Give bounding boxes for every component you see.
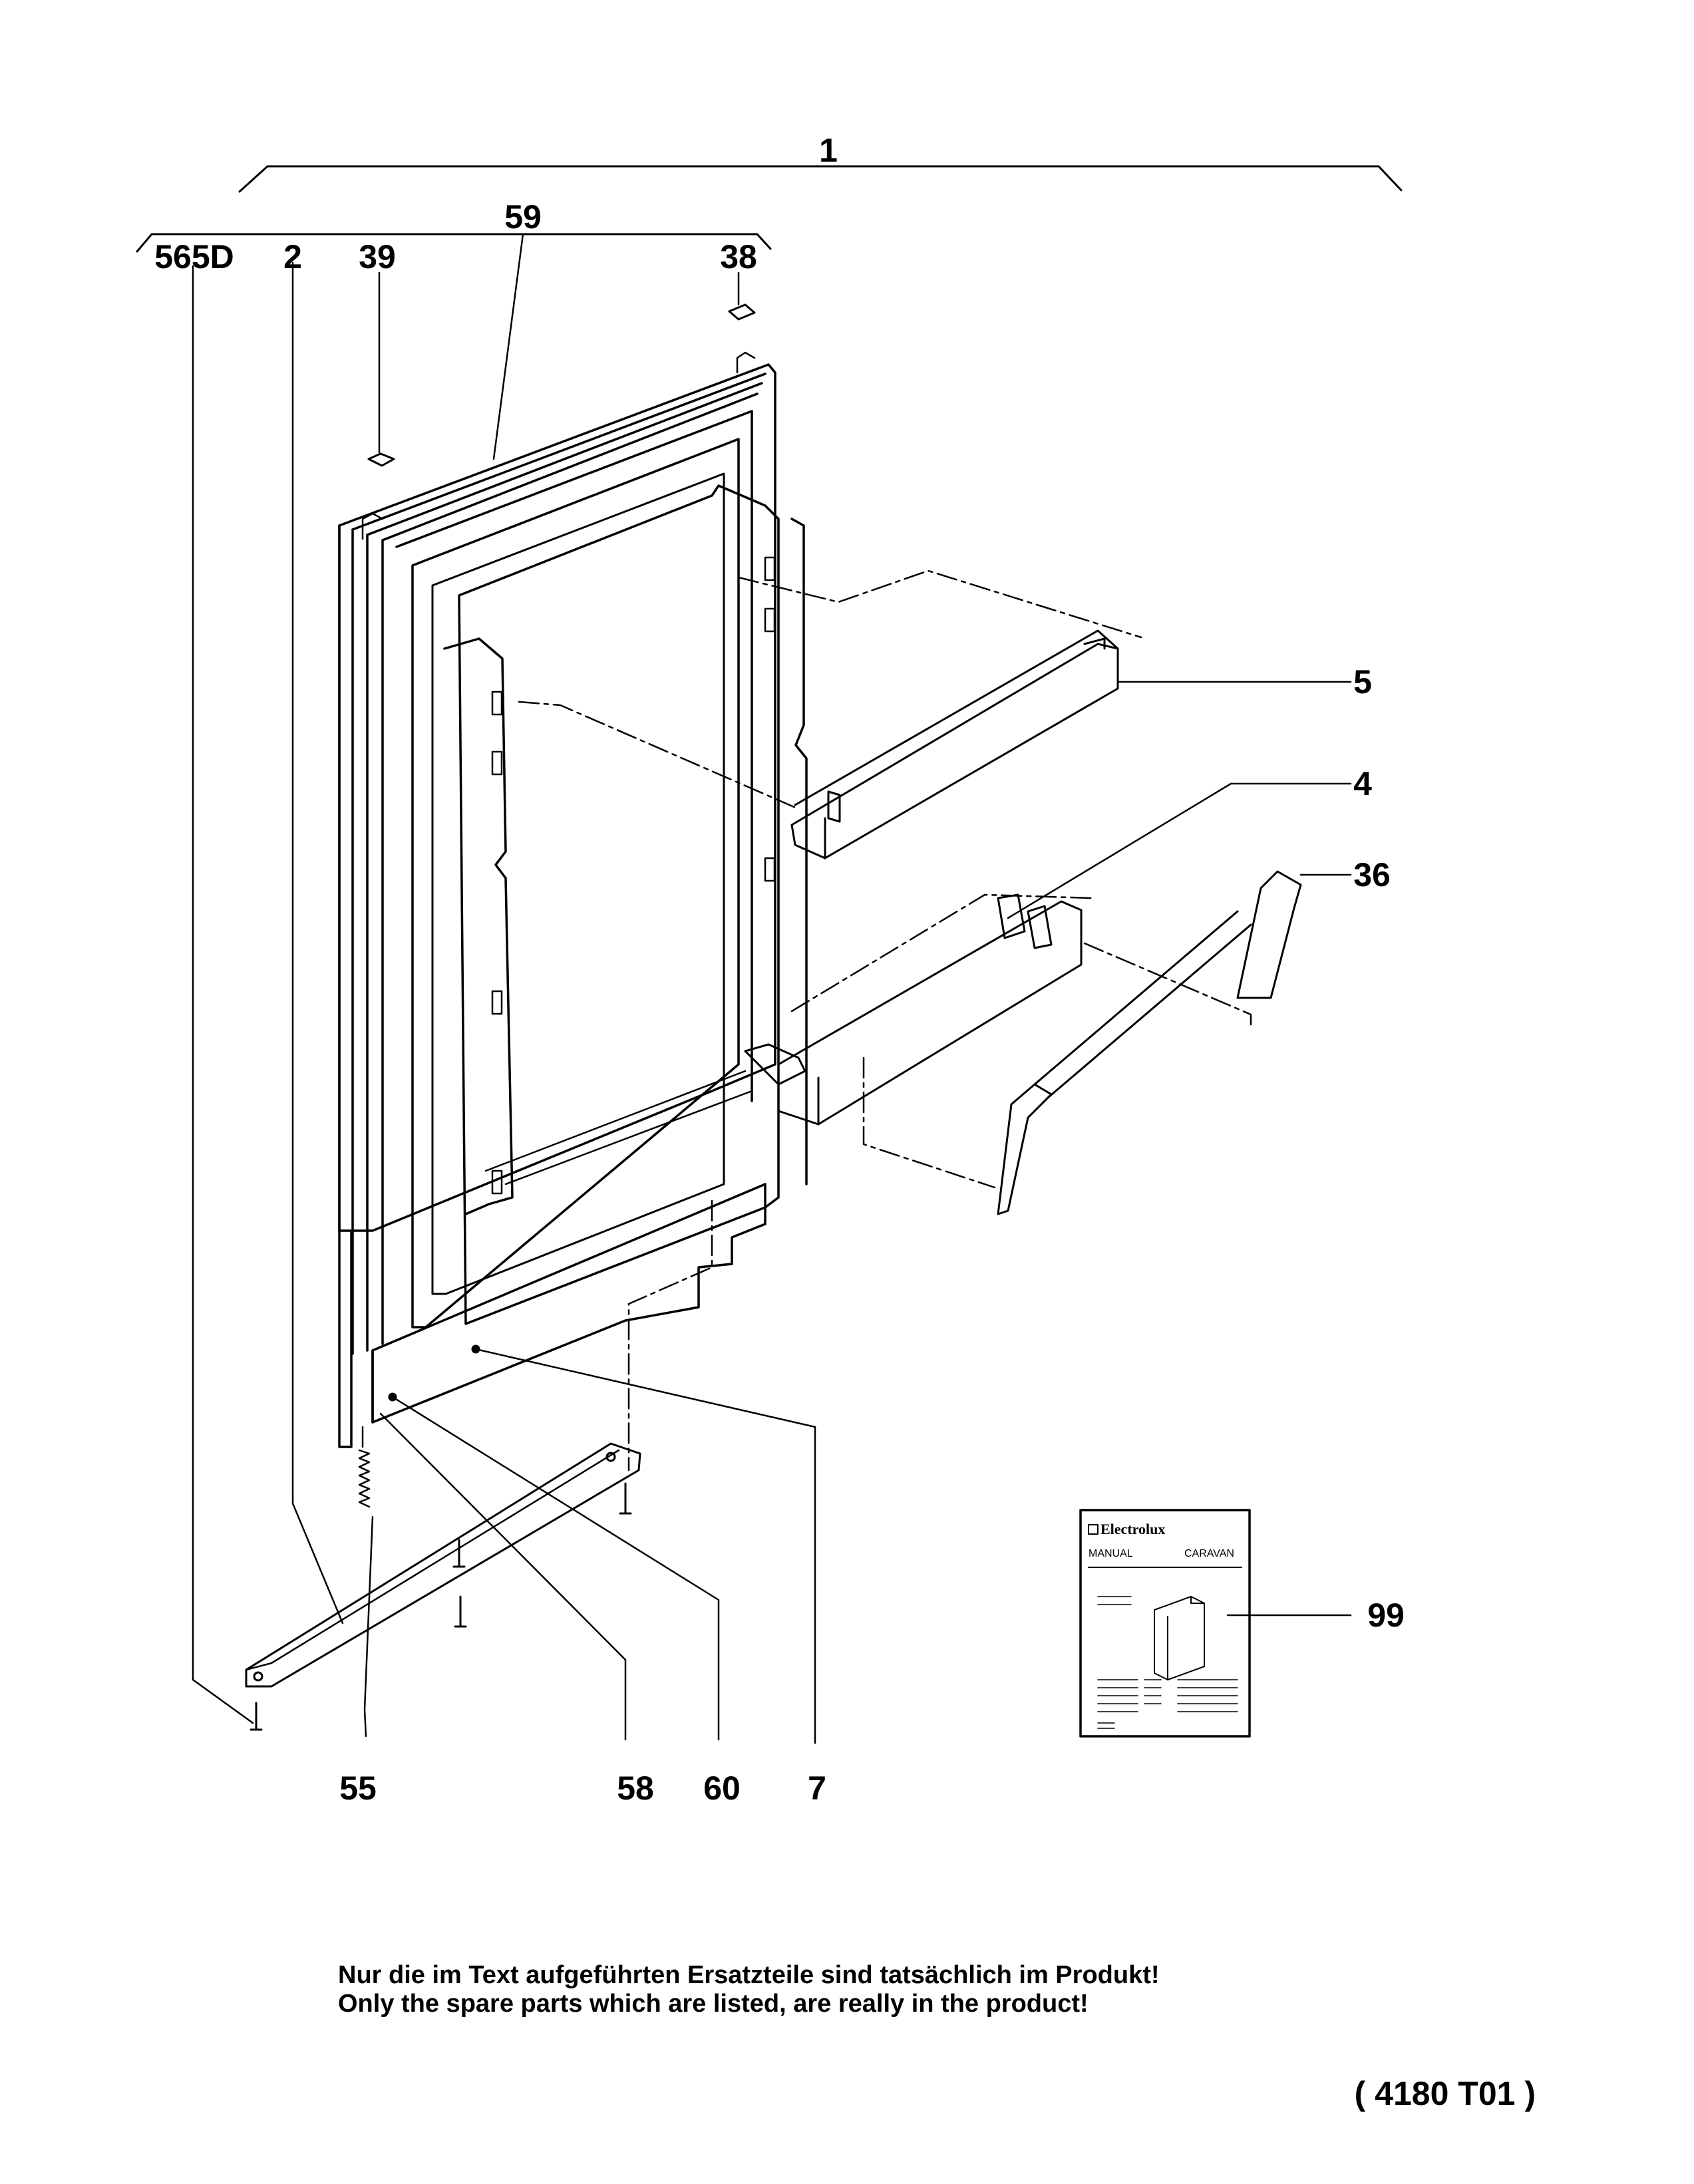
callout-4: 4 [1353,765,1372,802]
part-36-guard-bar [997,870,1302,1215]
callout-2: 2 [283,238,302,275]
callout-39: 39 [359,238,396,275]
callout-1: 1 [819,132,838,169]
part-55-spring [358,1426,371,1508]
manual-label-left: MANUAL [1089,1548,1133,1559]
callout-7: 7 [808,1770,826,1807]
door-frame [338,351,808,1448]
callout-60: 60 [703,1770,741,1807]
part-5-upper-shelf [790,629,1119,859]
note-german: Nur die im Text aufgeführten Ersatzteile… [338,1961,1160,1989]
bracket-assembly-1 [238,165,1403,193]
callout-5: 5 [1353,663,1372,701]
callout-36: 36 [1353,856,1391,893]
part-99-manual-booklet [1079,1509,1251,1738]
note-english: Only the spare parts which are listed, a… [338,1990,1089,2018]
callout-565D: 565D [154,238,234,275]
part-38-pin [728,303,756,321]
callout-59: 59 [504,198,542,235]
manual-brand: Electrolux [1101,1521,1165,1537]
callout-38: 38 [720,238,757,275]
drawing-reference: ( 4180 T01 ) [1354,2075,1536,2112]
callout-58: 58 [617,1770,654,1807]
callout-55: 55 [339,1770,377,1807]
callout-99: 99 [1367,1597,1405,1634]
part-39-hinge-plate [367,452,395,467]
bracket-door-59 [136,233,772,253]
part-2-base-plate [245,1442,641,1688]
manual-label-right: CARAVAN [1184,1548,1234,1559]
